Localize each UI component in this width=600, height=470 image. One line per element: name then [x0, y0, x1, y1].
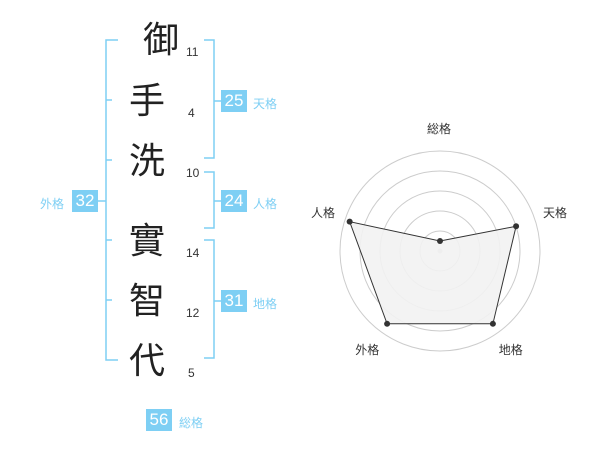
gaikaku-value: 32: [72, 190, 98, 212]
name-char-5: 智: [128, 281, 165, 322]
chikaku-label: 地格: [253, 297, 278, 311]
radar-axis-label-chikaku: 地格: [498, 342, 523, 357]
name-char-4: 實: [128, 221, 165, 262]
stroke-count-4: 14: [186, 246, 200, 260]
stroke-count-5: 12: [186, 306, 200, 320]
name-char-3: 洗: [128, 141, 165, 182]
radar-axis-label-tenkaku: 天格: [543, 206, 568, 221]
tenkaku-label: 天格: [253, 97, 278, 111]
jinkaku-label: 人格: [253, 197, 278, 211]
radar-point-3: [384, 320, 391, 327]
tenkaku-value: 25: [221, 90, 247, 112]
radar-axis-label-soukaku: 総格: [427, 122, 452, 136]
jinkaku-value: 24: [221, 190, 247, 212]
stroke-count-2: 4: [188, 106, 195, 120]
radar-point-4: [346, 218, 353, 225]
radar-point-2: [489, 320, 496, 327]
name-char-6: 代: [128, 341, 165, 382]
radar-axis-label-gaikaku: 外格: [355, 342, 380, 357]
name-char-1: 御: [142, 20, 179, 61]
stroke-count-1: 11: [186, 45, 199, 59]
stroke-count-3: 10: [186, 166, 200, 180]
chikaku-value: 31: [221, 290, 247, 312]
gaikaku-label: 外格: [40, 197, 65, 211]
radar-point-0: [437, 238, 443, 244]
radar-point-1: [513, 223, 520, 230]
stroke-count-6: 5: [188, 366, 195, 380]
radar-series-polygon: [348, 220, 517, 325]
name-char-2: 手: [128, 81, 165, 122]
radar-grid-ring: [339, 150, 541, 352]
radar-axis-label-jinkaku: 人格: [310, 206, 335, 221]
soukaku-label: 総格: [179, 416, 204, 430]
soukaku-value: 56: [146, 409, 172, 431]
